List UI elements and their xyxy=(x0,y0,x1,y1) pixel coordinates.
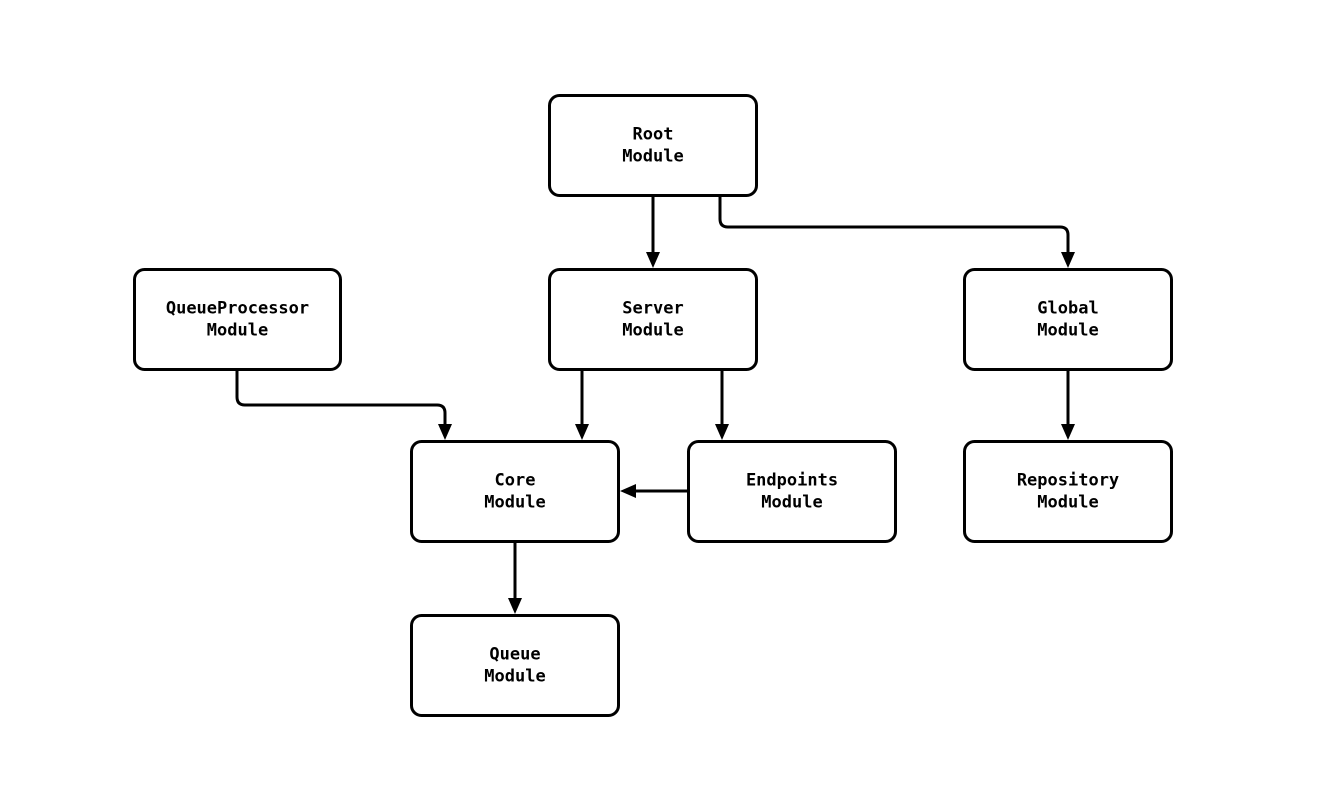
edge-queueprocessor-to-core xyxy=(235,371,452,440)
node-label-name: Endpoints xyxy=(746,471,838,491)
node-label-name: Root xyxy=(633,125,674,145)
node-label-kind: Module xyxy=(622,147,683,167)
edge-line xyxy=(235,371,447,424)
nodes-layer: RootModuleQueueProcessorModuleServerModu… xyxy=(133,94,1173,717)
node-label-name: Queue xyxy=(489,645,540,665)
node-label-kind: Module xyxy=(1037,493,1098,513)
node-box[interactable] xyxy=(548,268,758,371)
arrowhead-icon xyxy=(438,424,452,440)
node-label-name: QueueProcessor xyxy=(166,299,309,319)
arrowhead-icon xyxy=(715,424,729,440)
arrowhead-icon xyxy=(1061,424,1075,440)
node-label-kind: Module xyxy=(484,493,545,513)
node-label-kind: Module xyxy=(761,493,822,513)
node-box[interactable] xyxy=(133,268,342,371)
node-label-kind: Module xyxy=(207,321,268,341)
edge-global-to-repository xyxy=(1061,371,1075,440)
edge-root-to-server xyxy=(646,197,660,268)
edge-root-to-global xyxy=(718,197,1075,268)
node-label-name: Core xyxy=(495,471,536,491)
edge-line xyxy=(718,197,1070,252)
edge-server-to-endpoints xyxy=(715,371,729,440)
node-label-name: Server xyxy=(622,299,683,319)
node-box[interactable] xyxy=(410,440,620,543)
node-label-kind: Module xyxy=(1037,321,1098,341)
node-box[interactable] xyxy=(548,94,758,197)
node-label-name: Repository xyxy=(1017,471,1119,491)
arrowhead-icon xyxy=(508,598,522,614)
node-box[interactable] xyxy=(687,440,897,543)
edge-endpoints-to-core xyxy=(620,484,687,498)
edge-server-to-core xyxy=(575,371,589,440)
arrowhead-icon xyxy=(575,424,589,440)
node-label-kind: Module xyxy=(484,667,545,687)
edge-core-to-queue xyxy=(508,543,522,614)
node-box[interactable] xyxy=(963,268,1173,371)
node-box[interactable] xyxy=(410,614,620,717)
arrowhead-icon xyxy=(646,252,660,268)
node-label-name: Global xyxy=(1037,299,1098,319)
arrowhead-icon xyxy=(1061,252,1075,268)
node-box[interactable] xyxy=(963,440,1173,543)
node-label-kind: Module xyxy=(622,321,683,341)
arrowhead-icon xyxy=(620,484,636,498)
edges-layer xyxy=(235,197,1075,614)
